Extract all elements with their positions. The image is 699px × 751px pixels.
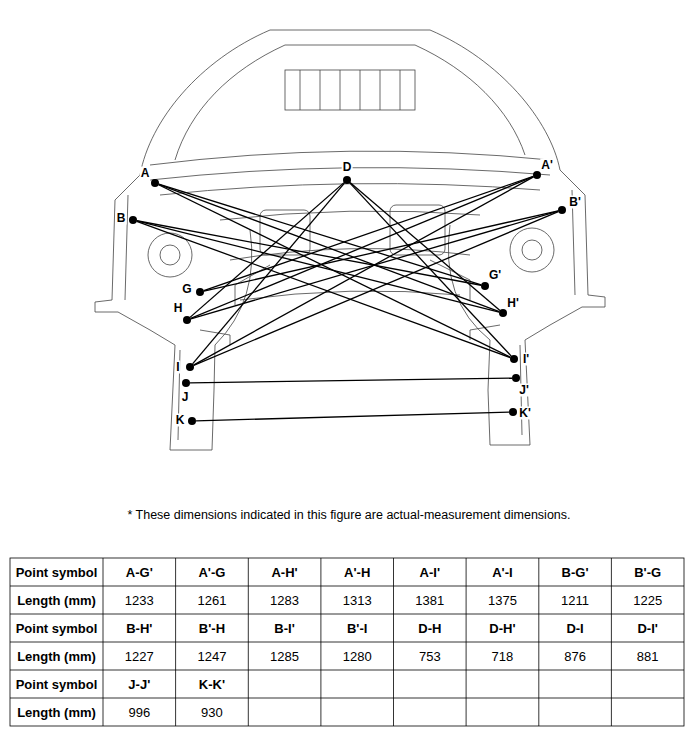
point-letter: H [173, 302, 184, 315]
table-cell: D-H [394, 614, 467, 642]
point-letter: B' [568, 196, 582, 209]
table-cell: 996 [103, 698, 176, 726]
dimension-line [194, 177, 534, 365]
point-letter: G' [488, 269, 502, 282]
table-cell: D-I' [611, 614, 684, 642]
table-cell: A'-G [176, 558, 249, 586]
point-letter: J [181, 391, 190, 404]
table-cell: 930 [176, 698, 249, 726]
point-letter: J' [518, 384, 530, 397]
table-cell: 876 [539, 642, 612, 670]
table-cell: A'-H [321, 558, 394, 586]
table-cell: A'-I [466, 558, 539, 586]
measure-point: A' [533, 171, 541, 179]
table-cell: Length (mm) [10, 642, 103, 670]
measure-point: K [188, 417, 196, 425]
measure-point: H [183, 316, 191, 324]
table-cell: Point symbol [10, 558, 103, 586]
table-cell: 753 [394, 642, 467, 670]
point-letter: I' [522, 353, 530, 366]
point-letter: K [175, 414, 186, 427]
dimension-line [193, 183, 345, 364]
table-cell: 1227 [103, 642, 176, 670]
table-cell: A-I' [394, 558, 467, 586]
measure-point: K' [509, 408, 517, 416]
dimension-line [194, 212, 559, 366]
table-cell: J-J' [103, 670, 176, 698]
measure-point: J' [512, 374, 520, 382]
point-letter: A [140, 167, 151, 180]
body-outline [95, 30, 605, 450]
dimension-line [191, 211, 558, 319]
point-letter: D [342, 161, 353, 174]
point-letter: H' [506, 297, 520, 310]
point-letter: I [175, 361, 180, 374]
table-cell: 1283 [248, 586, 321, 614]
table-cell: D-H' [466, 614, 539, 642]
table-cell: 881 [611, 642, 684, 670]
table-cell: 1261 [176, 586, 249, 614]
measure-point: I' [510, 355, 518, 363]
table-cell: D-I [539, 614, 612, 642]
table-cell: 1285 [248, 642, 321, 670]
dimension-line [350, 183, 500, 311]
measure-point: J [182, 379, 190, 387]
table-cell: 1375 [466, 586, 539, 614]
dimension-line [190, 378, 512, 383]
dimension-line [137, 221, 510, 357]
table-cell: Length (mm) [10, 586, 103, 614]
dimension-line [137, 221, 499, 312]
measure-point: G' [481, 282, 489, 290]
table-cell: B-H' [103, 614, 176, 642]
footnote: * These dimensions indicated in this fig… [127, 508, 570, 522]
table-cell: A-H' [248, 558, 321, 586]
dimension-line [350, 183, 512, 356]
table-cell: 1313 [321, 586, 394, 614]
measure-point: A [151, 179, 159, 187]
table-cell: Length (mm) [10, 698, 103, 726]
dimension-line [190, 183, 344, 318]
dimension-line [196, 412, 509, 421]
point-letter: A' [540, 159, 554, 172]
table-cell: K-K' [176, 670, 249, 698]
measure-point: G [196, 288, 204, 296]
table-cell: Point symbol [10, 614, 103, 642]
measure-point: B [129, 216, 137, 224]
table-cell: B'-I [321, 614, 394, 642]
table-cell: B-I' [248, 614, 321, 642]
table-cell: B'-H [176, 614, 249, 642]
point-letter: K' [518, 407, 532, 420]
table-cell: 1211 [539, 586, 612, 614]
table-cell: 1225 [611, 586, 684, 614]
measure-point: D [343, 176, 351, 184]
table-cell: 1233 [103, 586, 176, 614]
dimension-line [137, 221, 481, 286]
point-letter: G [181, 283, 192, 296]
table-cell: 1247 [176, 642, 249, 670]
table-cell: 1280 [321, 642, 394, 670]
table-cell: 718 [466, 642, 539, 670]
table-cell: 1381 [394, 586, 467, 614]
measure-point: H' [499, 309, 507, 317]
measure-point: I [186, 363, 194, 371]
table-cell: B-G' [539, 558, 612, 586]
table-cell: Point symbol [10, 670, 103, 698]
table-cell: A-G' [103, 558, 176, 586]
point-letter: B [116, 212, 127, 225]
measure-point: B' [558, 206, 566, 214]
table-cell: B'-G [611, 558, 684, 586]
